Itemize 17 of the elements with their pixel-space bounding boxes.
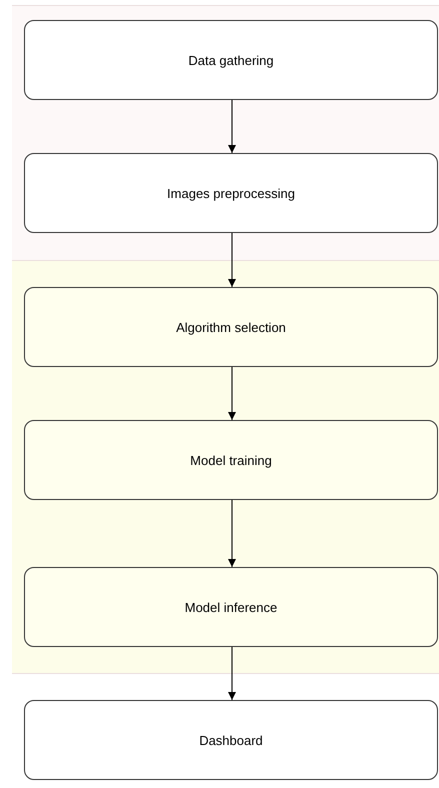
process-box (24, 153, 438, 233)
arrow (228, 232, 236, 288)
process-box (24, 700, 438, 780)
step-label: Dashboard (199, 732, 263, 748)
process-box (24, 420, 438, 500)
arrow (228, 366, 236, 420)
arrow (228, 500, 236, 568)
step-label: Model training (190, 452, 272, 468)
step-label: Model inference (184, 600, 278, 614)
arrow (228, 100, 236, 154)
step-label: Algorithm selection (176, 320, 286, 334)
process-box (24, 287, 438, 367)
arrow (228, 646, 236, 700)
step-label: Images preprocessing (167, 186, 295, 200)
process-box (24, 567, 438, 647)
step-label: Data gathering (188, 52, 274, 68)
process-box (24, 20, 438, 100)
